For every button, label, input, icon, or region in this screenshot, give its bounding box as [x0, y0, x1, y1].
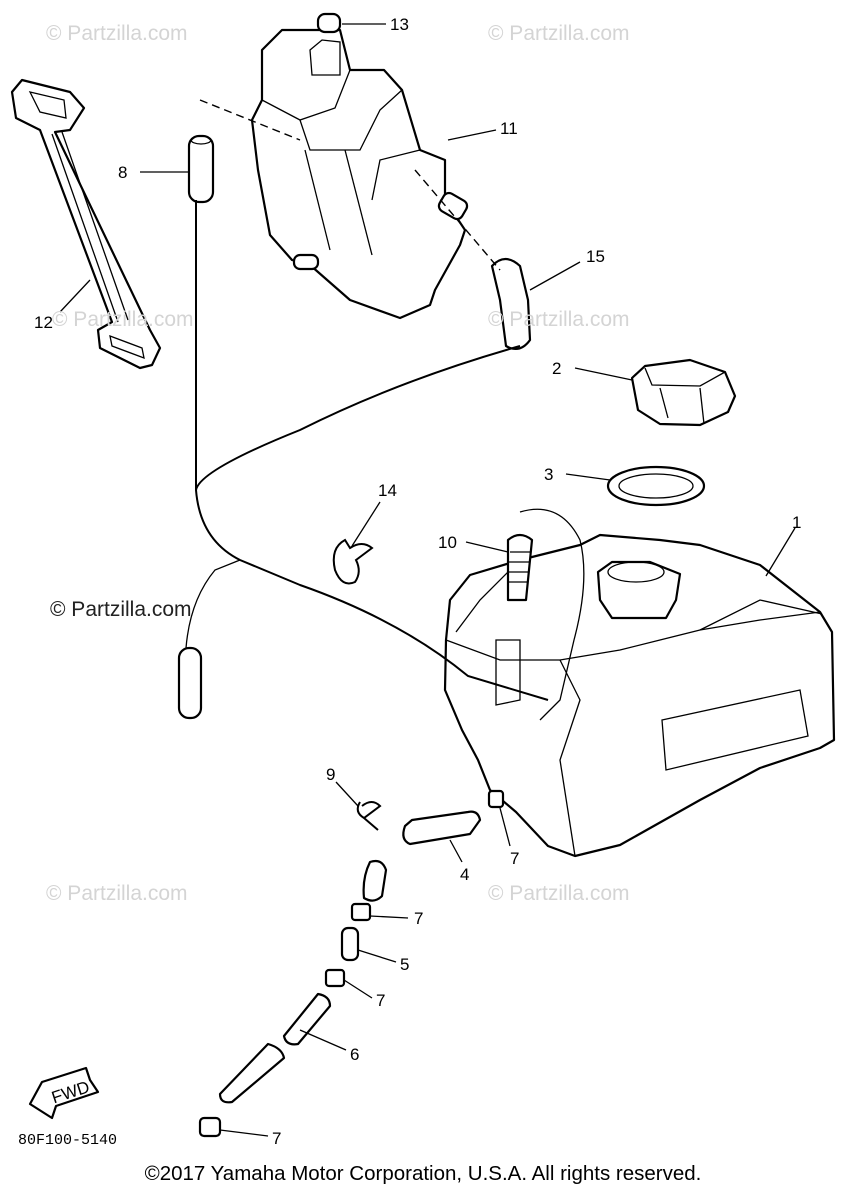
- fuel-tank-part: [443, 533, 836, 858]
- watermark: © Partzilla.com: [50, 598, 192, 621]
- diagram-part-number: 80F100-5140: [18, 1132, 118, 1149]
- filler-cap-part: [630, 358, 737, 427]
- watermark: © Partzilla.com: [52, 308, 194, 331]
- callout-4: 4: [460, 865, 469, 884]
- forward-arrow-icon: FWD: [28, 1066, 100, 1120]
- copyright-notice: ©2017 Yamaha Motor Corporation, U.S.A. A…: [144, 1162, 702, 1185]
- clamp-parts: [198, 789, 505, 1138]
- callout-15: 15: [586, 247, 605, 266]
- clip-part-9: [356, 801, 382, 831]
- callout-10: 10: [438, 533, 457, 552]
- callout-7c: 7: [376, 991, 385, 1010]
- gasket-part: [606, 465, 706, 507]
- watermark: © Partzilla.com: [46, 22, 188, 45]
- watermark: © Partzilla.com: [46, 882, 188, 905]
- watermark: © Partzilla.com: [488, 308, 630, 331]
- hose-part-15: [490, 257, 532, 351]
- callout-numbers: 13 11 8 12 15 2 3 14 10 1 9 4 7 7 5 7 6 …: [34, 15, 801, 1148]
- clip-part-14: [332, 538, 374, 585]
- callout-6: 6: [350, 1045, 359, 1064]
- callout-3: 3: [544, 465, 553, 484]
- strap-part: [10, 78, 162, 370]
- reservoir-tank-part: [250, 28, 469, 320]
- watermark: © Partzilla.com: [488, 882, 630, 905]
- tube-part-left: [177, 646, 203, 720]
- callout-9: 9: [326, 765, 335, 784]
- fitting-part-5: [340, 926, 360, 962]
- hose-part-6: [218, 992, 332, 1104]
- callout-5: 5: [400, 955, 409, 974]
- callout-7d: 7: [272, 1129, 281, 1148]
- callout-14: 14: [378, 481, 397, 500]
- callout-7b: 7: [414, 909, 423, 928]
- callout-8: 8: [118, 163, 127, 182]
- callout-12: 12: [34, 313, 53, 332]
- hose-part-4: [362, 810, 482, 902]
- leader-lines: [59, 23, 796, 1137]
- callout-13: 13: [390, 15, 409, 34]
- cap-part-13: [316, 12, 342, 34]
- callout-2: 2: [552, 359, 561, 378]
- callout-11: 11: [500, 119, 518, 138]
- watermark: © Partzilla.com: [488, 22, 630, 45]
- vent-hose-part-10: [506, 508, 585, 721]
- callout-1: 1: [792, 513, 801, 532]
- routing-lines: [185, 99, 549, 701]
- callout-7a: 7: [510, 849, 519, 868]
- tube-part-8: [187, 134, 215, 204]
